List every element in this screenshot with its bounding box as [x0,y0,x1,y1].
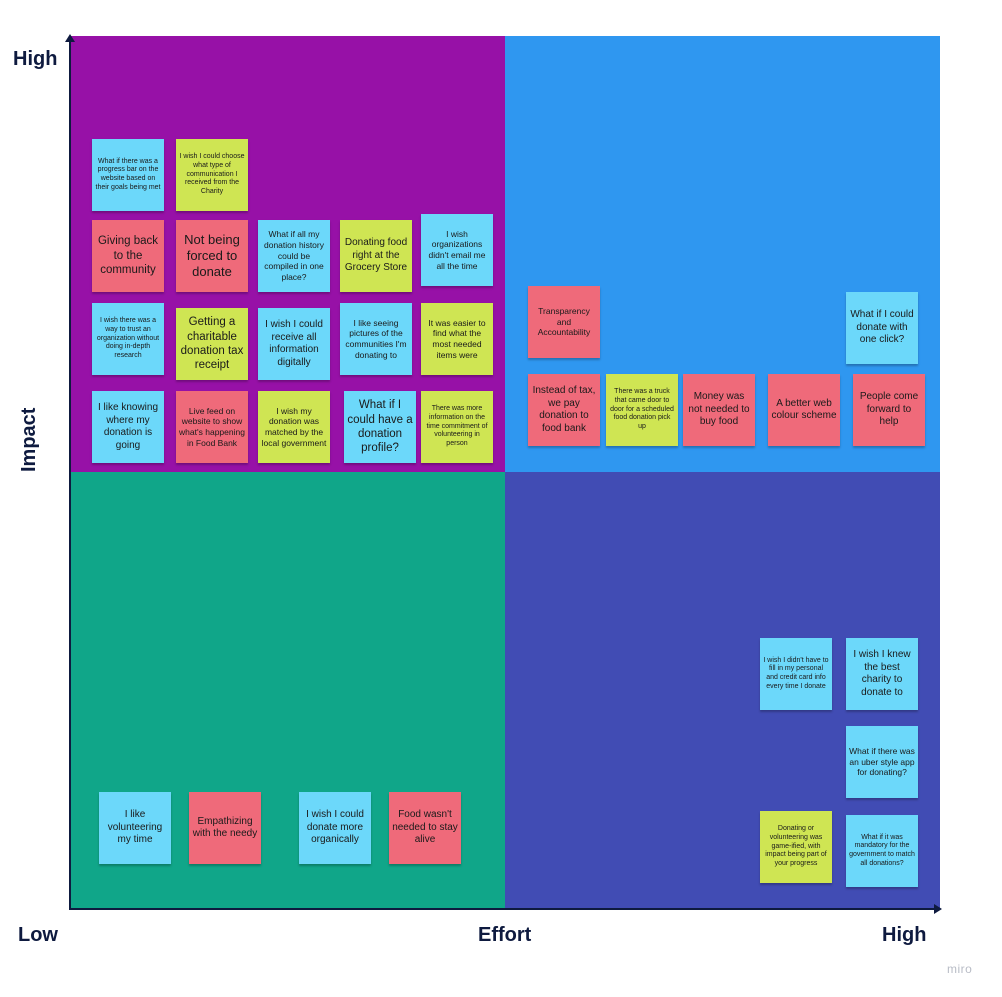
sticky-note[interactable]: Food wasn't needed to stay alive [389,792,461,864]
sticky-note[interactable]: Getting a charitable donation tax receip… [176,308,248,380]
arrow-up-icon [65,34,75,42]
sticky-note[interactable]: Not being forced to donate [176,220,248,292]
sticky-note[interactable]: There was a truck that came door to door… [606,374,678,446]
impact-high-label: High [13,48,58,70]
sticky-note[interactable]: Live feed on website to show what's happ… [176,391,248,463]
sticky-note[interactable]: People come forward to help [853,374,925,446]
sticky-note[interactable]: I wish I could receive all information d… [258,308,330,380]
effort-high-label: High [882,924,927,946]
sticky-note[interactable]: What if there was a progress bar on the … [92,139,164,211]
sticky-note[interactable]: I wish I could donate more organically [299,792,371,864]
sticky-note[interactable]: I wish I knew the best charity to donate… [846,638,918,710]
sticky-note[interactable]: I like volunteering my time [99,792,171,864]
sticky-note[interactable]: What if all my donation history could be… [258,220,330,292]
sticky-note[interactable]: Transparency and Accountability [528,286,600,358]
sticky-note[interactable]: Money was not needed to buy food [683,374,755,446]
effort-axis-label: Effort [478,924,532,946]
sticky-note[interactable]: I wish I could choose what type of commu… [176,139,248,211]
sticky-note[interactable]: Giving back to the community [92,220,164,292]
sticky-note[interactable]: I like knowing where my donation is goin… [92,391,164,463]
effort-axis-line [69,908,937,910]
arrow-right-icon [934,904,942,914]
sticky-note[interactable]: Empathizing with the needy [189,792,261,864]
impact-axis-label: Impact [18,407,40,472]
sticky-note[interactable]: I wish there was a way to trust an organ… [92,303,164,375]
sticky-note[interactable]: I wish organizations didn't email me all… [421,214,493,286]
sticky-note[interactable]: I wish I didn't have to fill in my perso… [760,638,832,710]
sticky-note[interactable]: Donating food right at the Grocery Store [340,220,412,292]
sticky-note[interactable]: I like seeing pictures of the communitie… [340,303,412,375]
sticky-note[interactable]: What if I could have a donation profile? [344,391,416,463]
sticky-note[interactable]: What if there was an uber style app for … [846,726,918,798]
sticky-note[interactable]: What if it was mandatory for the governm… [846,815,918,887]
sticky-note[interactable]: Donating or volunteering was game-ified,… [760,811,832,883]
impact-axis-line [69,40,71,910]
sticky-note[interactable]: Instead of tax, we pay donation to food … [528,374,600,446]
sticky-note[interactable]: It was easier to find what the most need… [421,303,493,375]
sticky-note[interactable]: A better web colour scheme [768,374,840,446]
effort-low-label: Low [18,924,58,946]
miro-watermark: miro [947,962,973,976]
sticky-note[interactable]: There was more information on the time c… [421,391,493,463]
sticky-note[interactable]: What if I could donate with one click? [846,292,918,364]
sticky-note[interactable]: I wish my donation was matched by the lo… [258,391,330,463]
